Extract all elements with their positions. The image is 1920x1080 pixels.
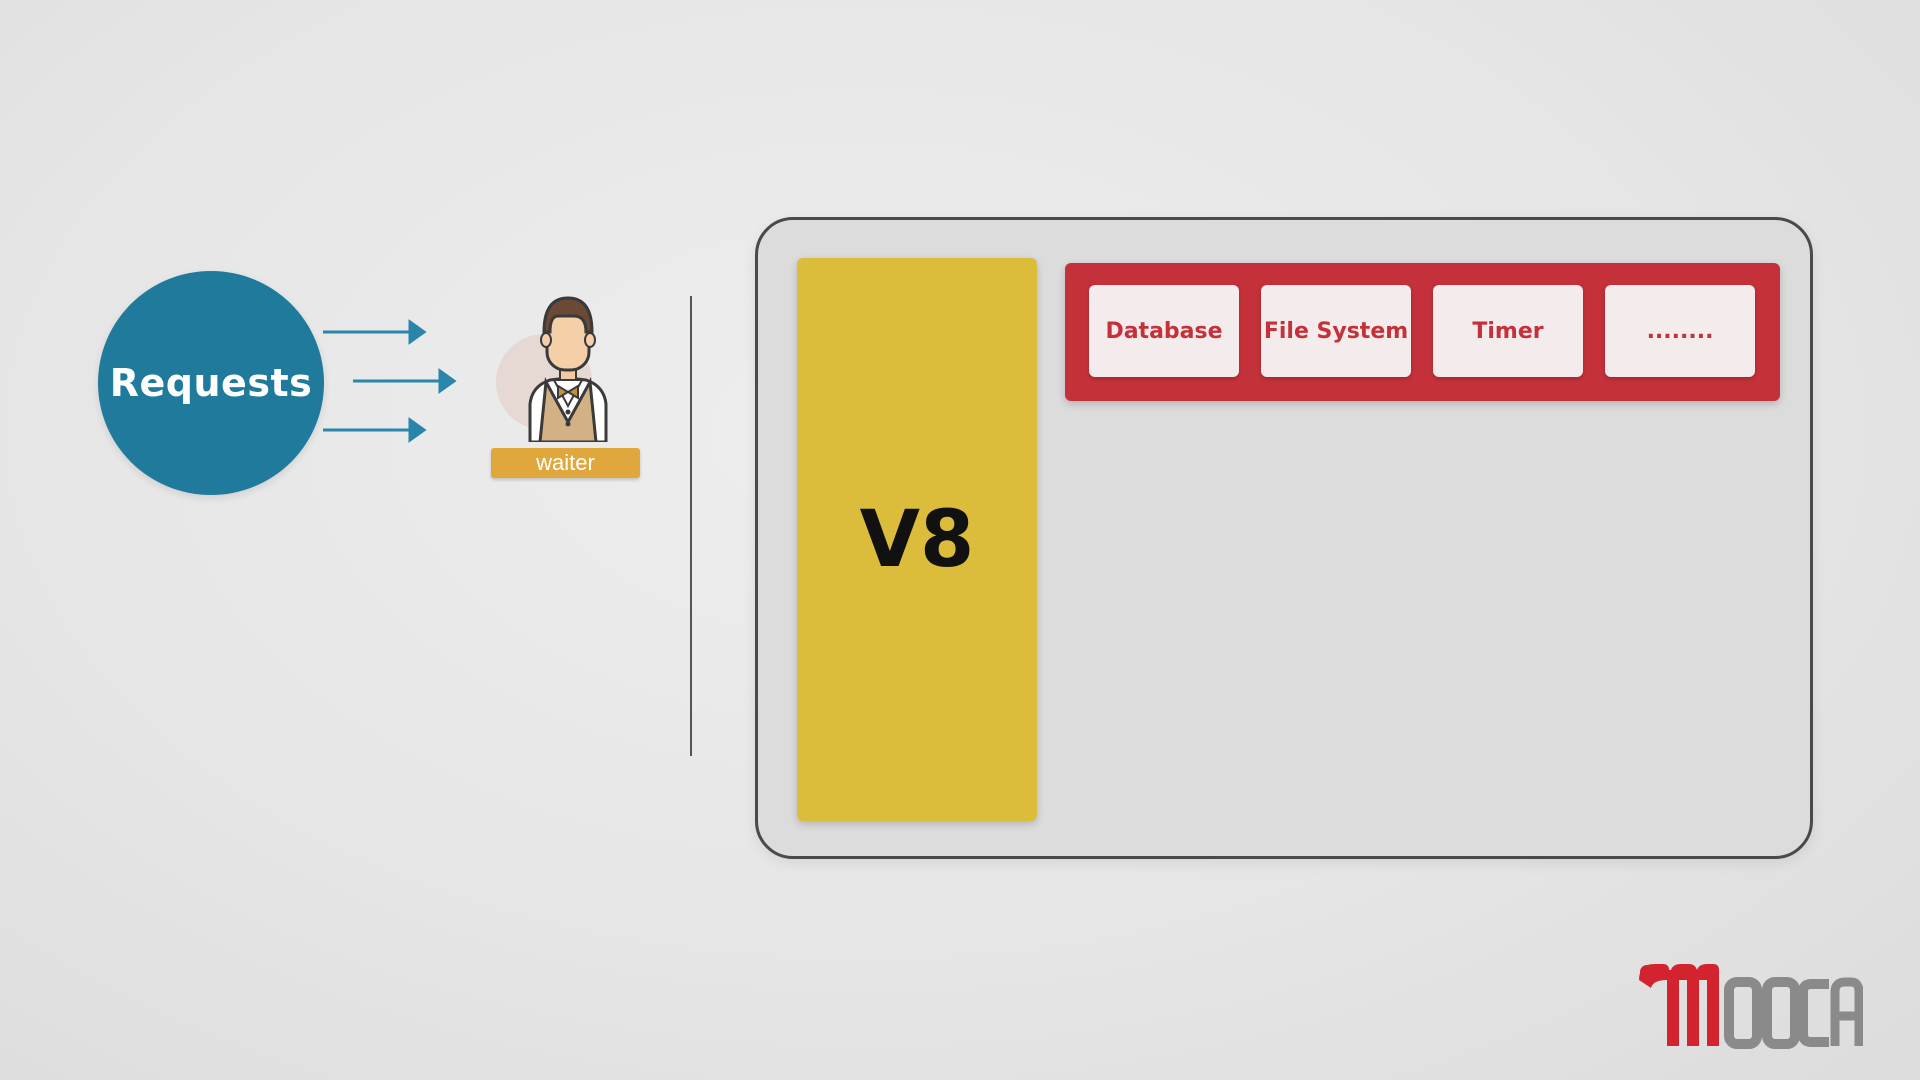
api-card-more: ........ [1605, 285, 1755, 377]
divider-line [690, 296, 692, 756]
api-card-database: Database [1089, 285, 1239, 377]
requests-node: Requests [98, 271, 324, 495]
waiter-label-tag: waiter [491, 448, 640, 478]
api-card-label: ........ [1646, 318, 1714, 344]
v8-label: V8 [859, 494, 975, 585]
api-card-timer: Timer [1433, 285, 1583, 377]
api-bar: Database File System Timer ........ [1065, 263, 1780, 401]
waiter-label: waiter [536, 450, 595, 475]
v8-engine-block: V8 [797, 258, 1037, 821]
mooca-logo [1639, 964, 1863, 1049]
arrow-middle [353, 368, 457, 394]
request-arrows [323, 319, 457, 443]
waiter-icon [496, 296, 608, 442]
api-card-file-system: File System [1261, 285, 1411, 377]
api-card-label: Database [1105, 318, 1223, 344]
api-card-label: File System [1263, 318, 1409, 344]
requests-label: Requests [109, 361, 313, 405]
arrow-bottom [323, 417, 427, 443]
api-card-label: Timer [1472, 318, 1544, 344]
arrow-top [323, 319, 427, 345]
